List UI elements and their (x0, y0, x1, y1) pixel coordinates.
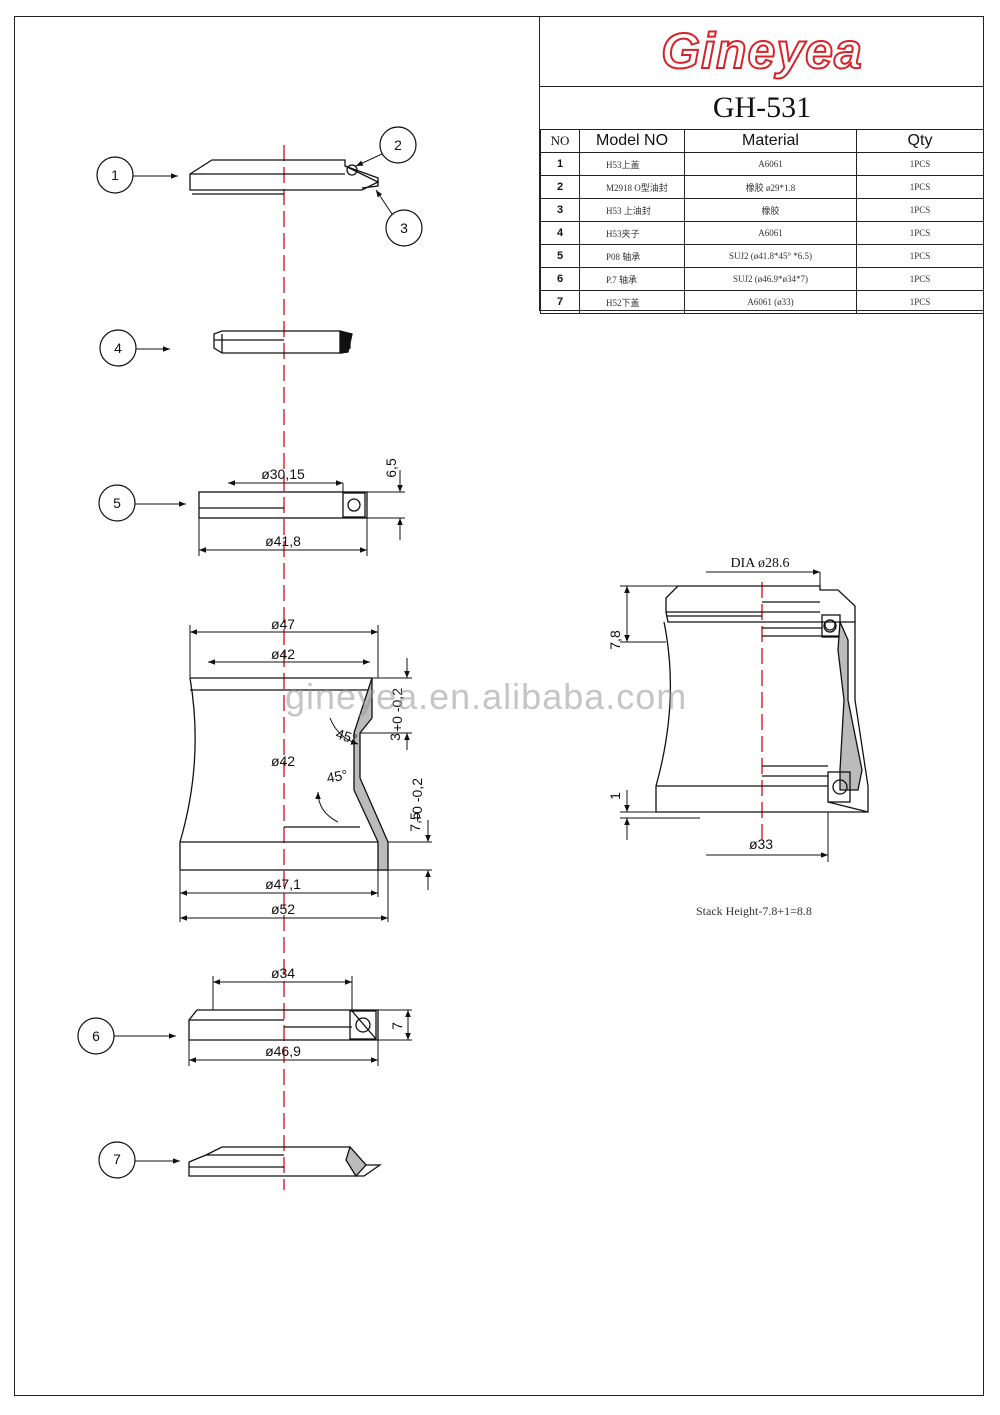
callout-1: 1 (96, 156, 178, 194)
dim-asm-bottom: ø33 (749, 836, 773, 852)
dim-asm-dia: DIA ø28.6 (730, 556, 789, 571)
title-block: Gineyea GH-531 NO Model NO Material Qty … (539, 16, 984, 314)
logo-cell: Gineyea (540, 16, 984, 87)
row-material: A6061 (ø33) (684, 290, 857, 314)
row-material: SUJ2 (ø46.9*ø34*7) (684, 267, 857, 291)
dim-p6-height: 7 (389, 1022, 405, 1030)
dim-cup-d52: ø52 (271, 901, 295, 917)
row-no: 4 (540, 221, 580, 245)
row-model: H53夹子 (579, 221, 685, 245)
callout-2: 2 (355, 126, 417, 167)
stack-height-note: Stack Height-7.8+1=8.8 (696, 904, 812, 918)
dim-p6-outer: ø46,9 (265, 1043, 301, 1059)
part-6-lower-bearing (188, 1009, 379, 1041)
row-material: A6061 (684, 221, 857, 245)
watermark: gineyea.en.alibaba.com (285, 676, 688, 717)
callout-3: 3 (375, 189, 423, 247)
header-qty: Qty (856, 129, 984, 153)
dim-cup-depth-bottom: 7,5 (407, 812, 423, 832)
dim-part-5 (198, 470, 405, 556)
dim-asm-height: 7,8 (607, 630, 623, 650)
dim-cup-d42-top: ø42 (271, 646, 295, 662)
dim-assembly (620, 569, 829, 862)
row-qty: 1PCS (856, 221, 984, 245)
svg-text:2: 2 (394, 137, 402, 153)
row-qty: 1PCS (856, 290, 984, 314)
parts-table-header: NO Model NO Material Qty (540, 129, 984, 153)
dim-p6-inner: ø34 (271, 965, 295, 981)
dim-cup-d42-mid: ø42 (271, 753, 295, 769)
part-4-compression-ring (213, 330, 353, 354)
assembly-view (655, 585, 869, 813)
part-5-top-bearing (198, 491, 368, 519)
row-model: H52下盖 (579, 290, 685, 314)
row-model: M2918 O型油封 (579, 175, 685, 199)
callout-6: 6 (77, 1017, 176, 1055)
dim-cup-d471: ø47,1 (265, 876, 301, 892)
dim-cup-angle-bottom: 45° (325, 766, 349, 785)
row-no: 3 (540, 198, 580, 222)
callout-5: 5 (98, 484, 186, 522)
drawing-frame (14, 16, 984, 1396)
row-qty: 1PCS (856, 244, 984, 268)
svg-text:6: 6 (92, 1028, 100, 1044)
dim-asm-gap: 1 (607, 792, 623, 800)
row-material: 橡胶 ø29*1.8 (684, 175, 857, 199)
svg-text:5: 5 (113, 495, 121, 511)
row-material: 橡胶 (684, 198, 857, 222)
row-model: H53 上油封 (579, 198, 685, 222)
svg-text:3: 3 (400, 220, 408, 236)
dim-p5-height: 6,5 (383, 458, 399, 478)
header-model: Model NO (579, 129, 685, 153)
callout-7: 7 (98, 1141, 180, 1179)
dim-cup (179, 625, 432, 922)
part-1-top-cover (189, 159, 380, 195)
dim-part-6 (188, 976, 412, 1066)
svg-text:1: 1 (111, 167, 119, 183)
callout-4: 4 (99, 329, 170, 367)
brand-logo: Gineyea (660, 22, 863, 80)
dim-cup-angle-top: 45° (334, 725, 359, 747)
dim-cup-d47: ø47 (271, 616, 295, 632)
dim-cup-tol-top: +0 -0,2 (389, 688, 405, 732)
svg-text:4: 4 (114, 340, 122, 356)
svg-text:7: 7 (113, 1151, 121, 1167)
part-7-lower-cover (188, 1145, 383, 1178)
dim-cup-tol-bottom: +0 -0,2 (409, 778, 425, 822)
dim-p5-inner: ø30,15 (261, 466, 305, 482)
row-material: A6061 (684, 152, 857, 176)
dim-p5-outer: ø41,8 (265, 533, 301, 549)
header-no: NO (540, 129, 580, 153)
dim-cup-depth-top: 3 (387, 733, 403, 741)
